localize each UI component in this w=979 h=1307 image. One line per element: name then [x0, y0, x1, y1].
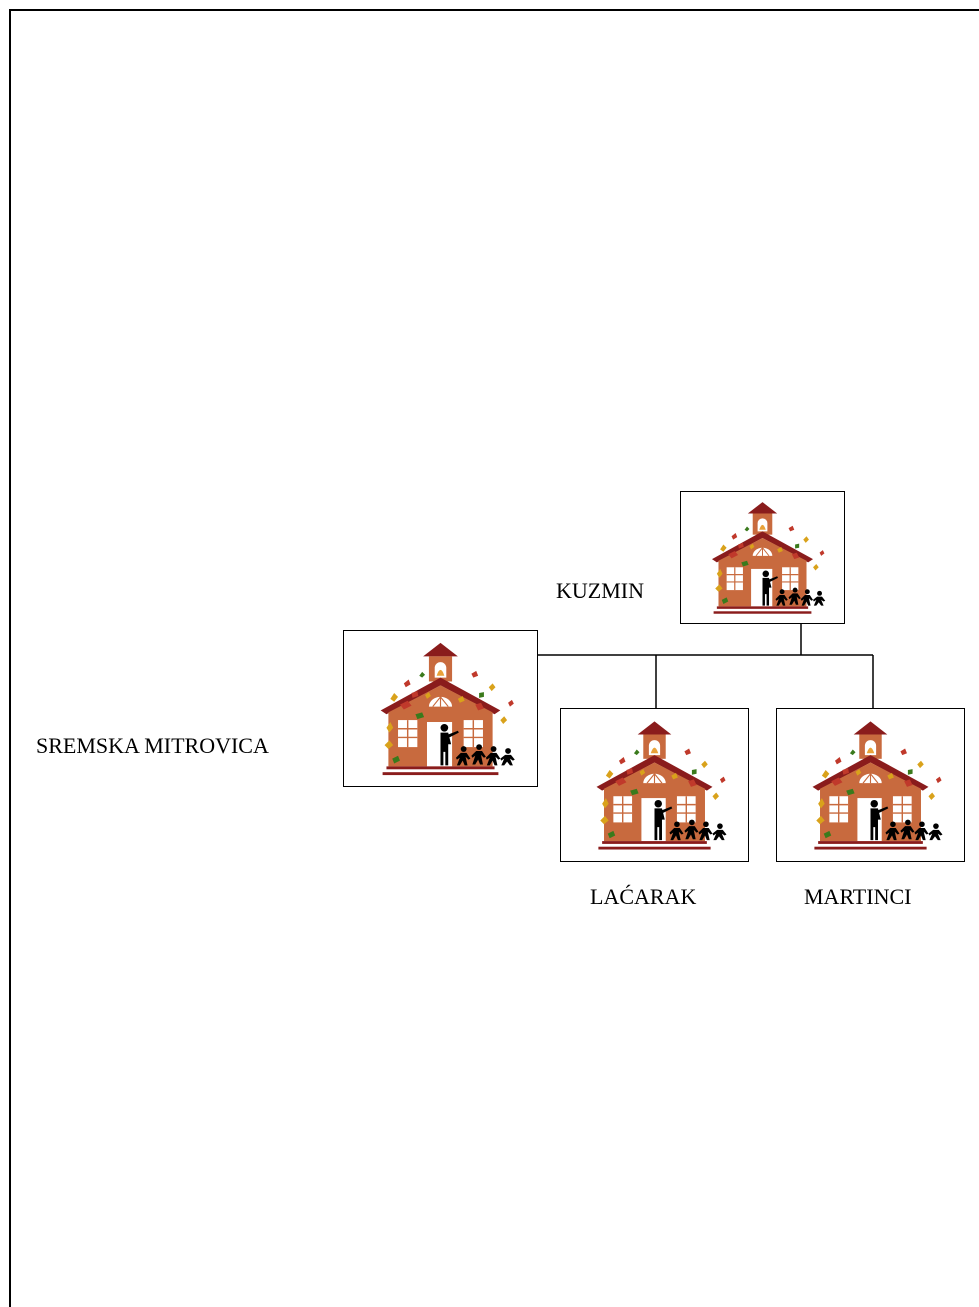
schoolhouse-icon: [379, 642, 516, 776]
schoolhouse-icon: [811, 720, 944, 851]
label-martinci: MARTINCI: [804, 884, 912, 909]
schoolhouse-icon: [595, 720, 728, 851]
label-sremska-mitrovica: SREMSKA MITROVICA: [36, 733, 269, 758]
node-sremska-mitrovica[interactable]: [343, 630, 538, 787]
node-lacarak[interactable]: [560, 708, 749, 862]
page-border: [9, 9, 979, 1307]
node-martinci[interactable]: [776, 708, 965, 862]
label-kuzmin: KUZMIN: [556, 578, 644, 603]
node-kuzmin[interactable]: [680, 491, 845, 624]
label-lacarak: LAĆARAK: [590, 884, 697, 909]
schoolhouse-icon: [711, 501, 826, 615]
